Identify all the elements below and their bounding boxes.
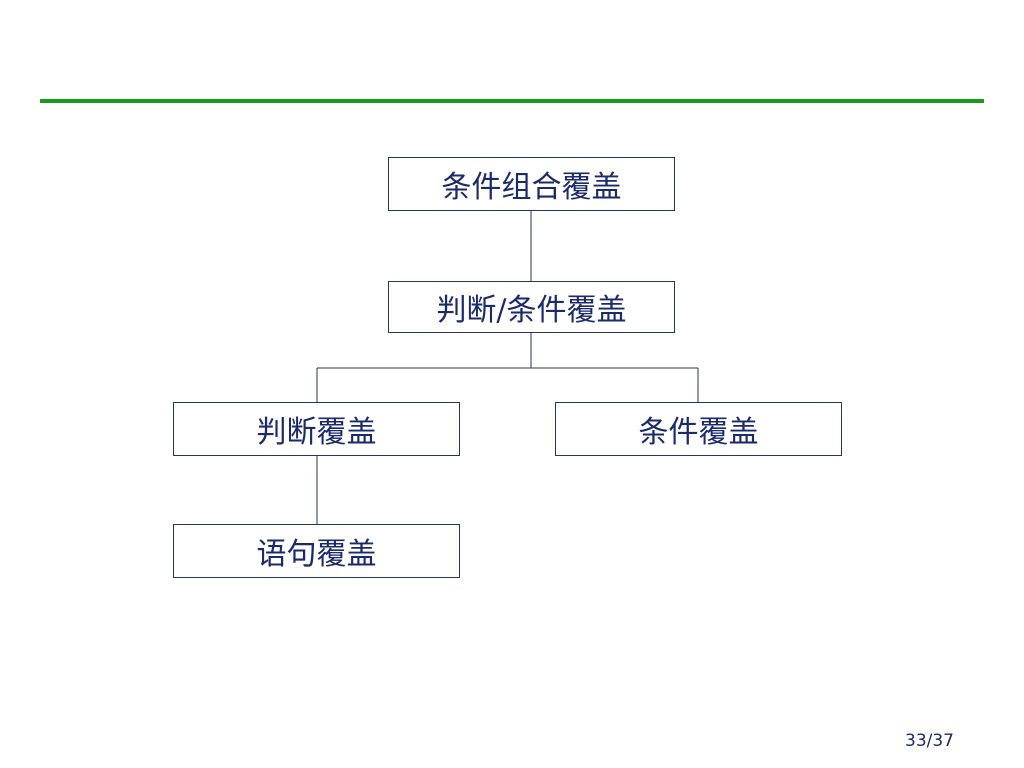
node-decision-condition-coverage: 判断/条件覆盖	[388, 281, 675, 333]
title-divider	[40, 99, 984, 103]
node-multiple-condition-coverage: 条件组合覆盖	[388, 157, 675, 211]
node-statement-coverage: 语句覆盖	[173, 524, 460, 578]
node-decision-coverage: 判断覆盖	[173, 402, 460, 456]
page-number: 33/37	[905, 731, 954, 751]
node-condition-coverage: 条件覆盖	[555, 402, 842, 456]
